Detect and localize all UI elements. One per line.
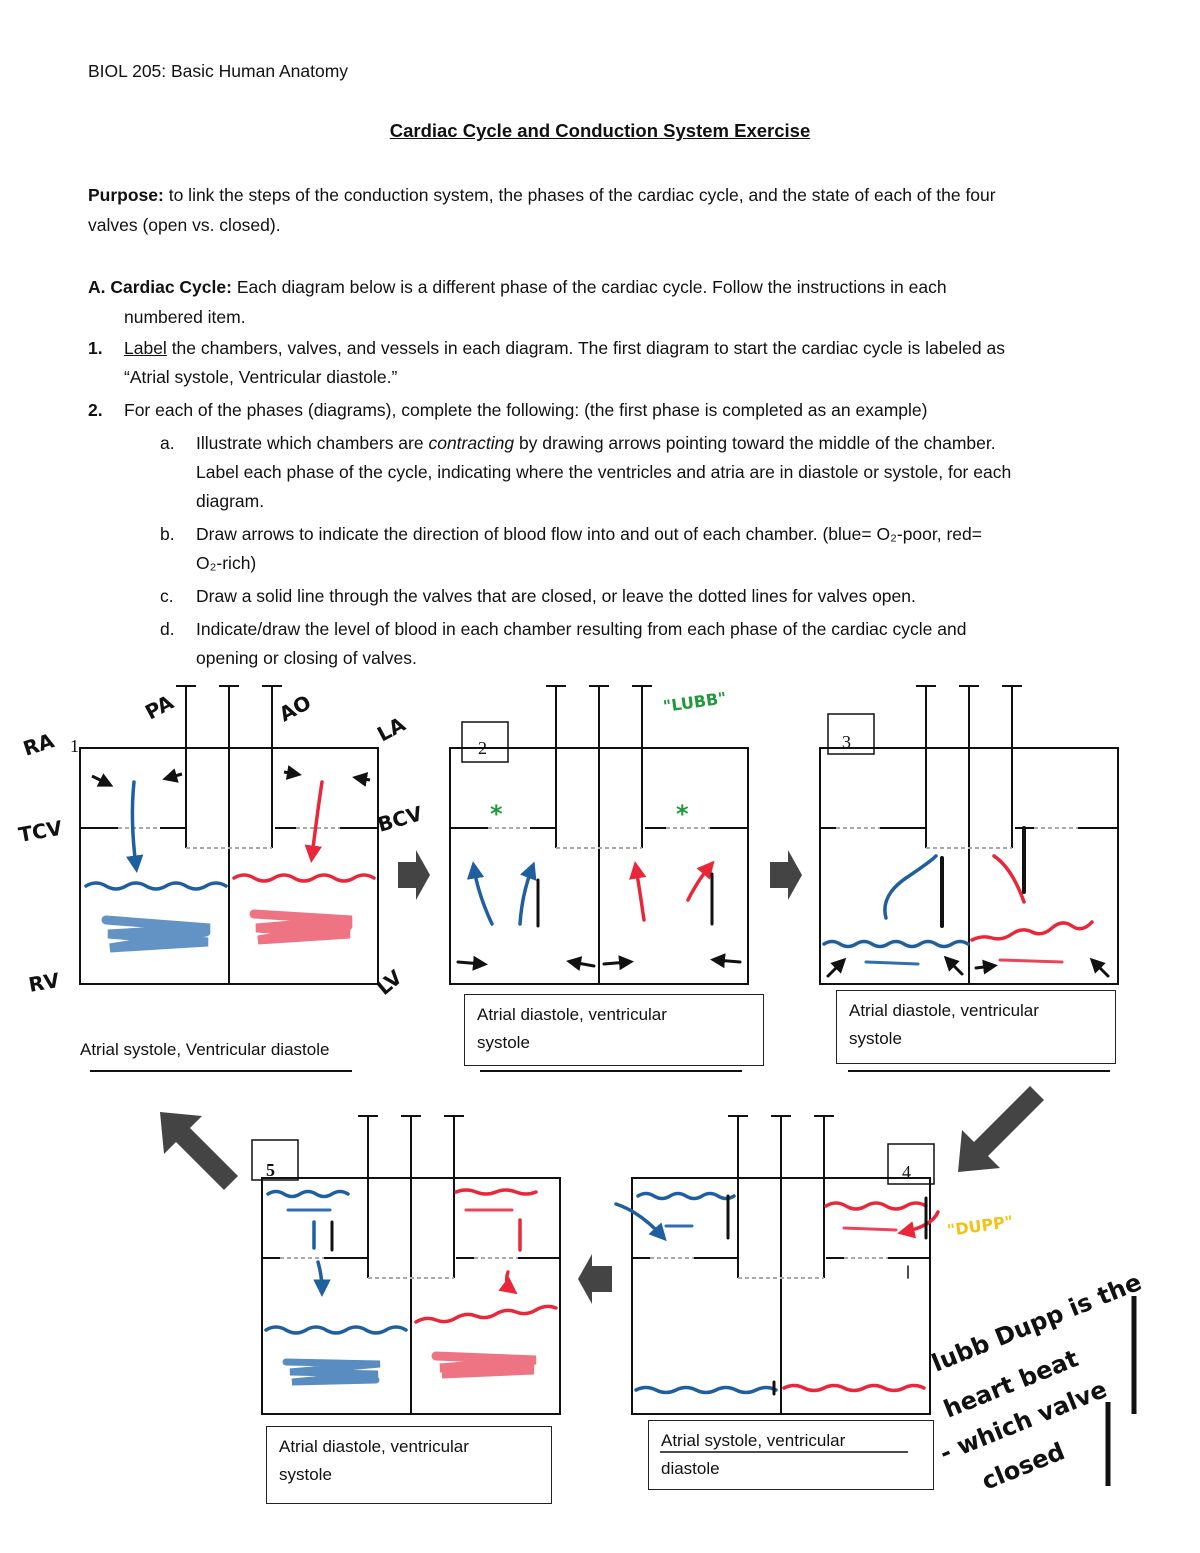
instruction-list: 1. Label the chambers, valves, and vesse… — [88, 334, 1011, 677]
section-a-line-1: Each diagram below is a different phase … — [231, 277, 947, 297]
d4-number: 4 — [902, 1162, 911, 1182]
d2-marks: * * — [456, 800, 742, 971]
flow-arrow-4-to-5 — [578, 1254, 612, 1304]
d2-caption-line-1: Atrial diastole, ventricular — [477, 1005, 667, 1024]
d3-caption-line-1: Atrial diastole, ventricular — [849, 1001, 1039, 1020]
d3-caption-box: Atrial diastole, ventricular systole — [836, 990, 1116, 1064]
diagram-3 — [819, 685, 1119, 985]
purpose-line-2: valves (open vs. closed). — [88, 215, 281, 235]
sub-item-c-line-1: Draw a solid line through the valves tha… — [196, 586, 916, 606]
item-1-number: 1. — [88, 338, 103, 358]
sub-item-a-line-3: diagram. — [196, 491, 265, 511]
sub-item-d-letter: d. — [160, 619, 175, 639]
label-aorta: AO — [275, 690, 315, 726]
sub-item-a-post: by drawing arrows pointing toward the mi… — [514, 433, 996, 453]
item-2-number: 2. — [88, 400, 103, 420]
course-title: BIOL 205: Basic Human Anatomy — [88, 61, 349, 81]
sub-item-c-letter: c. — [160, 586, 174, 606]
page-title: Cardiac Cycle and Conduction System Exer… — [389, 120, 811, 141]
purpose-paragraph: Purpose: to link the steps of the conduc… — [88, 180, 996, 240]
purpose-label: Purpose: — [88, 185, 164, 205]
label-ra: RA — [20, 728, 57, 761]
d4-caption-line-2: diastole — [661, 1459, 720, 1478]
sub-item-a: a. Illustrate which chambers are contrac… — [88, 429, 1011, 516]
flow-arrow-1-to-2 — [398, 850, 430, 900]
d4-caption-line-1: Atrial systole, ventricular — [661, 1431, 846, 1450]
d5-caption-box: Atrial diastole, ventricular systole — [266, 1426, 552, 1504]
sub-item-d-line-1: Indicate/draw the level of blood in each… — [196, 619, 967, 639]
sub-item-a-pre: Illustrate which chambers are — [196, 433, 429, 453]
svg-text:*: * — [676, 800, 689, 828]
flow-arrow-3-to-4 — [958, 1086, 1044, 1172]
d5-caption-line-1: Atrial diastole, ventricular — [279, 1437, 469, 1456]
d2-caption-line-2: systole — [477, 1033, 530, 1052]
item-1-line-2: “Atrial systole, Ventricular diastole.” — [124, 367, 398, 387]
label-dupp: "DUPP" — [946, 1212, 1014, 1240]
label-lubb: "LUBB" — [662, 688, 728, 716]
d3-caption-line-2: systole — [849, 1029, 902, 1048]
sub-item-d-line-2: opening or closing of valves. — [196, 648, 417, 668]
purpose-line-1: to link the steps of the conduction syst… — [163, 185, 996, 205]
label-la: LA — [373, 712, 410, 747]
d5-marks — [264, 1188, 558, 1386]
sub-item-b-line-1: Draw arrows to indicate the direction of… — [196, 524, 982, 544]
d1-contraction-arrows — [91, 765, 371, 787]
section-a-line-2: numbered item. — [124, 307, 246, 327]
d1-number: 1 — [70, 736, 79, 756]
d5-number: 5 — [266, 1160, 275, 1180]
list-item-2: 2. For each of the phases (diagrams), co… — [88, 396, 1011, 425]
d2-caption-box: Atrial diastole, ventricular systole — [464, 994, 764, 1066]
section-a-label: A. Cardiac Cycle: — [88, 277, 232, 297]
list-item-1: 1. Label the chambers, valves, and vesse… — [88, 334, 1011, 392]
d2-number-box — [461, 721, 509, 763]
item-2-line-1: For each of the phases (diagrams), compl… — [124, 400, 928, 420]
sub-item-b-line-2: O₂-rich) — [196, 553, 257, 573]
item-1-underlined: Label — [124, 338, 167, 358]
item-1-line-1: the chambers, valves, and vessels in eac… — [166, 338, 1005, 358]
sub-item-a-emphasis: contracting — [428, 433, 515, 453]
flow-arrow-2-to-3 — [770, 850, 802, 900]
flow-arrow-5-to-1 — [160, 1112, 238, 1190]
diagram-1 — [79, 685, 379, 985]
svg-text:*: * — [490, 800, 503, 828]
sub-item-d: d. Indicate/draw the level of blood in e… — [88, 615, 1011, 673]
d3-marks — [822, 826, 1110, 978]
sub-item-b: b. Draw arrows to indicate the direction… — [88, 520, 1011, 578]
sub-item-a-line-2: Label each phase of the cycle, indicatin… — [196, 462, 1012, 482]
d3-number: 3 — [842, 732, 851, 752]
label-rv: RV — [27, 968, 62, 997]
d1-caption: Atrial systole, Ventricular diastole — [80, 1040, 330, 1059]
d4-marks — [614, 1191, 940, 1396]
d1-blood — [84, 780, 376, 953]
diagram-2 — [449, 685, 749, 985]
handwritten-note: lubb Dupp is the heart beat - which valv… — [928, 1268, 1146, 1496]
sub-item-c: c. Draw a solid line through the valves … — [88, 582, 1011, 611]
d2-number: 2 — [478, 738, 487, 758]
sub-item-b-letter: b. — [160, 524, 175, 544]
sub-item-a-letter: a. — [160, 433, 175, 453]
label-bcv: BCV — [375, 801, 426, 837]
diagram-4 — [631, 1115, 935, 1415]
diagram-5 — [251, 1115, 561, 1415]
d5-caption-line-2: systole — [279, 1465, 332, 1484]
section-a: A. Cardiac Cycle: Each diagram below is … — [88, 272, 947, 332]
label-tcv: TCV — [17, 816, 65, 847]
label-pa: PA — [141, 690, 178, 725]
d4-caption-box: Atrial systole, ventricular diastole — [648, 1420, 934, 1490]
